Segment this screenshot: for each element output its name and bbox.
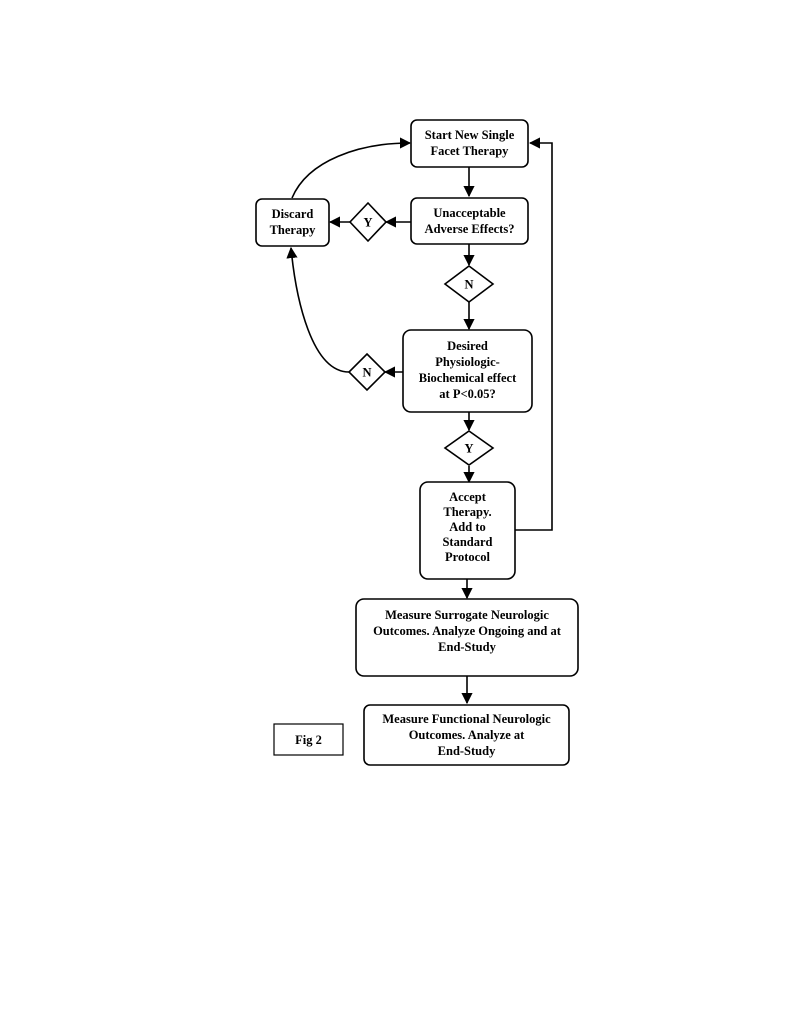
node-start-line-2: Facet Therapy	[431, 144, 510, 158]
decision-desired-no: N	[347, 352, 387, 392]
node-start-therapy: Start New Single Facet Therapy	[410, 119, 529, 168]
decision-adverse-no: N	[443, 265, 495, 303]
node-discard-therapy: Discard Therapy	[255, 198, 330, 247]
node-functional-line-3: End-Study	[438, 744, 496, 758]
node-accept-line-5: Protocol	[445, 550, 490, 564]
node-surrogate-line-3: End-Study	[438, 640, 496, 654]
decision-desired-yes: Y	[443, 430, 495, 466]
decision-desired-no-label: N	[362, 366, 371, 380]
node-desired-line-1: Desired	[447, 339, 488, 353]
node-functional-line-2: Outcomes. Analyze at	[409, 728, 525, 742]
node-desired-effect: Desired Physiologic- Biochemical effect …	[402, 329, 533, 413]
node-desired-line-3: Biochemical effect	[419, 371, 517, 385]
node-desired-line-2: Physiologic-	[435, 355, 500, 369]
node-discard-line-1: Discard	[272, 207, 314, 221]
node-surrogate-outcomes: Measure Surrogate Neurologic Outcomes. A…	[355, 598, 579, 677]
node-surrogate-line-1: Measure Surrogate Neurologic	[385, 608, 549, 622]
node-accept-line-2: Therapy.	[443, 505, 491, 519]
edge-no-to-discard	[286, 246, 350, 373]
node-surrogate-line-2: Outcomes. Analyze Ongoing and at	[373, 624, 562, 638]
decision-desired-yes-label: Y	[464, 442, 473, 456]
node-adverse-line-1: Unacceptable	[433, 206, 506, 220]
decision-adverse-yes: Y	[348, 201, 388, 243]
edge-discard-to-start	[291, 137, 412, 199]
node-accept-therapy: Accept Therapy. Add to Standard Protocol	[419, 481, 516, 580]
node-accept-line-4: Standard	[442, 535, 492, 549]
node-start-line-1: Start New Single	[425, 128, 515, 142]
edge-accept-to-start	[515, 137, 553, 531]
node-functional-line-1: Measure Functional Neurologic	[382, 712, 551, 726]
decision-adverse-yes-label: Y	[363, 216, 372, 230]
node-accept-line-1: Accept	[449, 490, 487, 504]
node-discard-line-2: Therapy	[270, 223, 317, 237]
node-functional-outcomes: Measure Functional Neurologic Outcomes. …	[363, 704, 570, 766]
node-desired-line-4: at P<0.05?	[439, 387, 495, 401]
node-accept-line-3: Add to	[449, 520, 485, 534]
figure-label: Fig 2	[273, 723, 344, 756]
decision-adverse-no-label: N	[464, 278, 473, 292]
node-adverse-effects: Unacceptable Adverse Effects?	[410, 197, 529, 245]
figure-label-text: Fig 2	[295, 733, 322, 747]
node-adverse-line-2: Adverse Effects?	[425, 222, 515, 236]
